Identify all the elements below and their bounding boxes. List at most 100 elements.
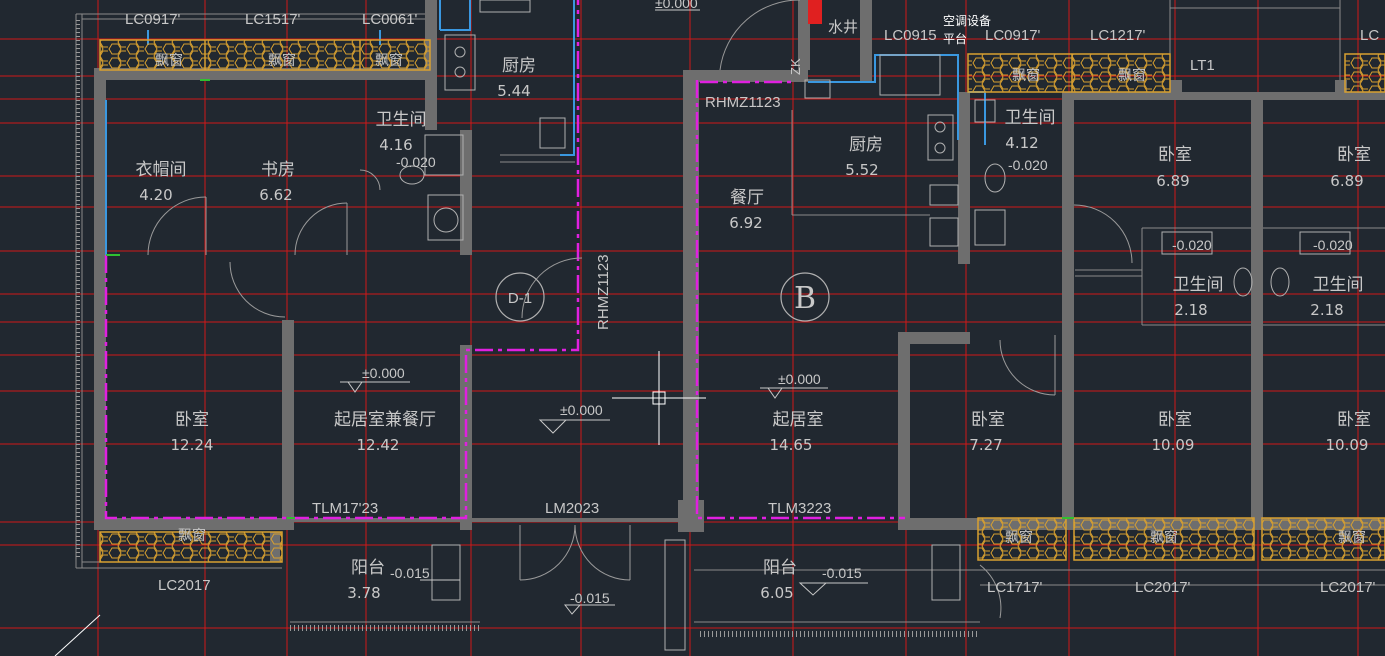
door-swing [519,524,576,581]
door-swing [719,0,800,71]
room-name: 起居室兼餐厅 [334,410,436,430]
ac-platform-label-line1: 空调设备 [943,14,991,28]
wall [470,518,685,522]
room-area: 4.16 [379,136,412,154]
ac-platform-label-line2: 平台 [943,31,967,46]
laundry-icon [431,544,461,601]
room-area: 5.52 [845,161,878,179]
unit-boundary [104,0,905,520]
wall [460,345,472,530]
room-name: 卧室 [1337,410,1371,430]
outline-lines [75,0,1385,623]
shaft-marker [808,0,822,24]
shaft-code: ZK [788,58,803,75]
level-triangles [340,9,868,615]
window-code: LC2017 [158,577,211,594]
bay-window-tag: 飘窗 [1012,67,1040,84]
wall [460,130,472,255]
window-code: LC2017' [1320,579,1376,596]
room-name: 阳台 [351,558,385,578]
door-swings [147,0,1133,619]
room-name: 卧室 [1158,145,1192,165]
wall-ends [106,79,1074,519]
bay-window-tag: 飘窗 [1005,529,1033,546]
kitchen-sink-icon [879,54,941,96]
wall [683,70,808,82]
room-area: 10.09 [1326,436,1369,454]
bay-window-bottom-left [99,531,283,563]
sink-bowl-icon [433,207,459,233]
door-code: RHMZ1123 [705,94,781,111]
level-text: -0.020 [1172,237,1212,253]
window-code: LT1 [1190,57,1215,74]
room-name: 书房 [261,160,295,180]
door-swing [147,196,207,256]
fixture-icon [424,134,464,176]
toilet-icon [1270,267,1290,297]
room-area: 14.65 [770,436,813,454]
window-code: LC0917' [125,11,181,28]
room-name: 卫生间 [1005,108,1056,128]
axis-markers [495,272,830,322]
bay-window-tags: 飘窗 飘窗 飘窗 飘窗 飘窗 飘窗 飘窗 飘窗 飘窗 [155,52,1366,546]
room-area: 12.24 [171,436,214,454]
toilet-icon [984,163,1006,193]
room-area: 6.89 [1330,172,1363,190]
level-text: -0.020 [396,154,436,170]
window-code: LC0061' [362,11,418,28]
level-text: -0.020 [1008,157,1048,173]
door-swing [574,524,631,581]
room-name: 起居室 [773,410,824,430]
door-swing [1073,204,1133,264]
toilet-icon [399,165,425,185]
window-code: LC1217' [1090,27,1146,44]
bay-window-tag: 飘窗 [155,52,183,69]
door-swing [294,202,348,256]
stove-icon [927,114,954,161]
axis-label-d1: D-1 [508,290,532,307]
bay-window-tag: 飘窗 [375,52,403,69]
shaft-label: 水井 [828,18,858,36]
wall [898,332,970,344]
door-code: TLM3223 [768,500,831,517]
window-code: LC1517' [245,11,301,28]
wall [898,332,910,530]
cad-crosshair-cursor [612,351,706,445]
bay-window-top-right [967,53,1171,93]
room-area: 6.62 [259,186,292,204]
level-labels: ±0.000 ±0.000 ±0.000 ±0.000 -0.020 -0.02… [362,0,1353,606]
door-swing [521,257,583,319]
wall [860,0,872,82]
room-area: 6.05 [760,584,793,602]
door-code: LM2023 [545,500,599,517]
bay-window-bottom-right-2 [1073,517,1255,561]
wall [1062,92,1074,530]
wall [683,70,699,530]
basin-icon [1299,231,1351,255]
level-text: ±0.000 [778,371,821,387]
door-swing [979,564,1002,619]
room-area: 3.78 [347,584,380,602]
window-code: LC0915 [884,27,937,44]
room-name: 厨房 [502,56,536,76]
bay-window-tag: 飘窗 [178,527,206,544]
room-name: 餐厅 [730,188,764,208]
room-name: 厨房 [849,135,883,155]
wall [425,0,437,130]
door-code: TLM17'23 [312,500,378,517]
room-area: 4.12 [1005,134,1038,152]
room-name: 卧室 [1158,410,1192,430]
wall [678,500,704,532]
laundry-icon [931,544,961,601]
fridge-icon [929,184,959,206]
bay-window-tag: 飘窗 [1150,529,1178,546]
axis-label-b: B [794,281,816,316]
stove-icon [444,34,476,91]
window-code: LC0917' [985,27,1041,44]
room-name: 卧室 [175,410,209,430]
level-text: -0.015 [390,565,430,581]
bay-window-tag: 飘窗 [1338,529,1366,546]
wall-hatching [76,20,980,637]
bay-window-bottom-right-1 [977,517,1067,561]
